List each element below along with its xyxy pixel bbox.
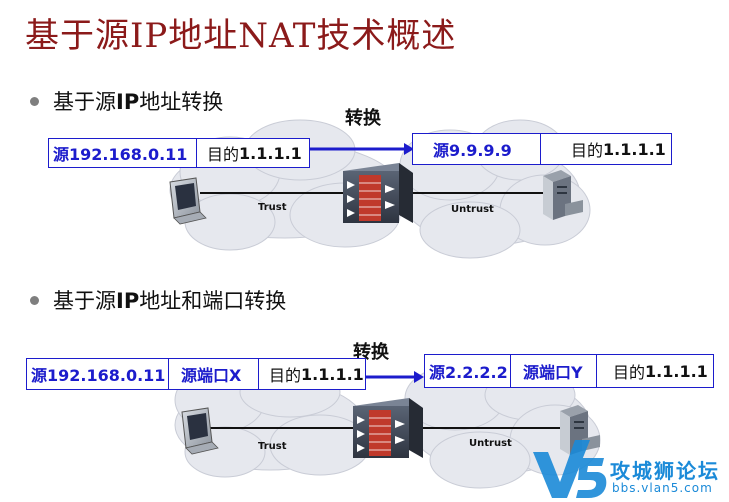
- packet-src-field: 源192.168.0.11: [27, 359, 169, 389]
- untrust-label-2: Untrust: [469, 438, 512, 449]
- convert-label-1: 转换: [345, 108, 381, 129]
- untrust-label-1: Untrust: [451, 204, 494, 215]
- trust-label-2: Trust: [258, 441, 287, 452]
- firewall-icon: [343, 163, 413, 223]
- firewall-icon: [353, 398, 423, 458]
- packet-src-field: 源9.9.9.9: [413, 134, 541, 164]
- pc-icon: [169, 177, 207, 225]
- bullet-dot: [30, 295, 39, 305]
- watermark-url: bbs.vlan5.com: [612, 481, 713, 495]
- packet-src-port-field: 源端口Y: [511, 355, 597, 387]
- trust-label-1: Trust: [258, 202, 287, 213]
- packet-src-port-field: 源端口X: [169, 359, 259, 389]
- bullet-dot: [30, 96, 39, 106]
- bullet-ip-port-translation: 基于源IP地址和端口转换: [30, 285, 286, 315]
- forum-logo-icon: [533, 440, 607, 498]
- watermark-name: 攻城狮论坛: [610, 459, 720, 483]
- convert-arrow-2: [366, 371, 424, 383]
- pc-icon: [181, 407, 219, 455]
- convert-arrow-1: [306, 143, 414, 155]
- packet-src-field: 源2.2.2.2: [425, 355, 511, 387]
- page-title: 基于源IP地址NAT技术概述: [25, 16, 457, 56]
- server-icon: [543, 170, 583, 220]
- convert-label-2: 转换: [353, 342, 389, 363]
- bullet-ip-translation: 基于源IP地址转换: [30, 86, 223, 116]
- packet-src-field: 源192.168.0.11: [49, 139, 197, 167]
